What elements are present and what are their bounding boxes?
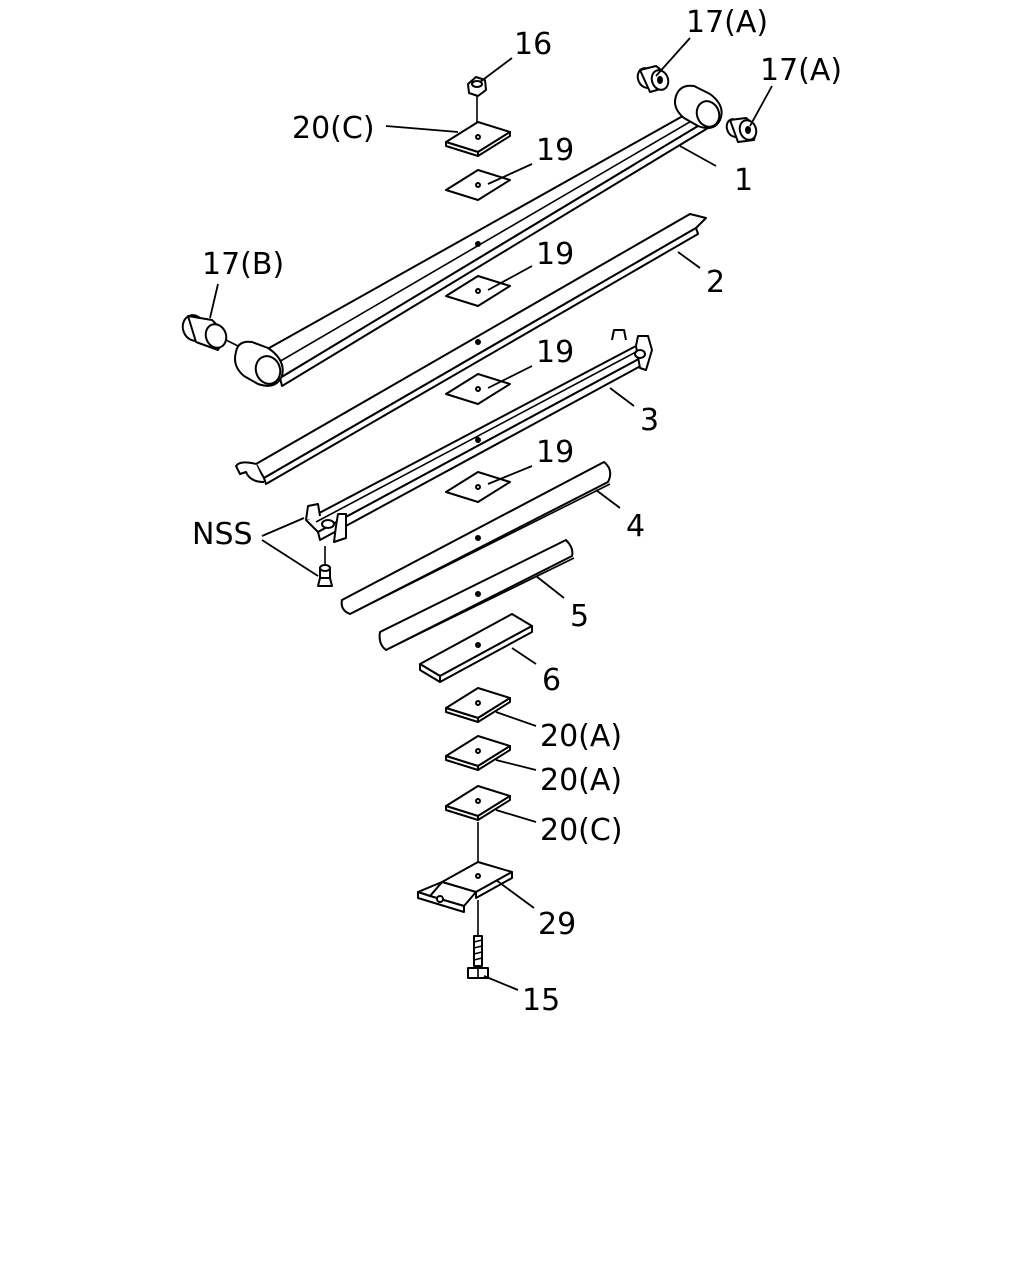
nss-bolt bbox=[317, 546, 333, 587]
label-19-4: 19 bbox=[536, 435, 574, 470]
part-29-bracket bbox=[417, 861, 513, 913]
part-20c-bottom-plate bbox=[445, 785, 511, 864]
label-1: 1 bbox=[734, 163, 753, 198]
part-6-leaf bbox=[419, 613, 533, 683]
part-17a-bushing-right bbox=[725, 117, 758, 143]
label-19-2: 19 bbox=[536, 237, 574, 272]
label-20a-1: 20(A) bbox=[540, 719, 622, 754]
part-19-pad-1 bbox=[445, 169, 511, 201]
label-17a-left: 17(A) bbox=[686, 5, 768, 40]
label-17b: 17(B) bbox=[202, 247, 284, 282]
label-16: 16 bbox=[514, 27, 552, 62]
label-2: 2 bbox=[706, 265, 725, 300]
label-20c-top: 20(C) bbox=[292, 111, 375, 146]
label-6: 6 bbox=[542, 663, 561, 698]
part-20a-plate-2 bbox=[445, 735, 511, 771]
label-19-3: 19 bbox=[536, 335, 574, 370]
label-20a-2: 20(A) bbox=[540, 763, 622, 798]
part-4-leaf bbox=[340, 461, 612, 615]
part-3-third-leaf bbox=[305, 329, 653, 543]
part-15-bolt bbox=[467, 900, 489, 979]
label-29: 29 bbox=[538, 907, 576, 942]
label-15: 15 bbox=[522, 983, 560, 1018]
part-19-pad-3 bbox=[445, 373, 511, 405]
part-17a-bushing-left bbox=[636, 65, 670, 93]
label-17a-right: 17(A) bbox=[760, 53, 842, 88]
label-19-1: 19 bbox=[536, 133, 574, 168]
part-17b-bushing bbox=[181, 314, 239, 351]
part-20c-top-plate bbox=[445, 121, 511, 157]
part-20a-plate-1 bbox=[445, 687, 511, 723]
label-4: 4 bbox=[626, 509, 645, 544]
part-2-second-leaf bbox=[235, 213, 707, 485]
part-5-leaf bbox=[378, 539, 575, 651]
label-5: 5 bbox=[570, 599, 589, 634]
label-nss: NSS bbox=[192, 517, 253, 552]
part-1-main-leaf bbox=[234, 84, 723, 387]
label-3: 3 bbox=[640, 403, 659, 438]
part-19-pad-2 bbox=[445, 275, 511, 307]
label-20c-bottom: 20(C) bbox=[540, 813, 623, 848]
part-labels: 16 17(A) 17(A) 20(C) 19 1 17(B) 19 2 19 … bbox=[192, 5, 842, 1018]
leader-lines bbox=[209, 37, 773, 991]
part-19-pad-4 bbox=[445, 471, 511, 503]
